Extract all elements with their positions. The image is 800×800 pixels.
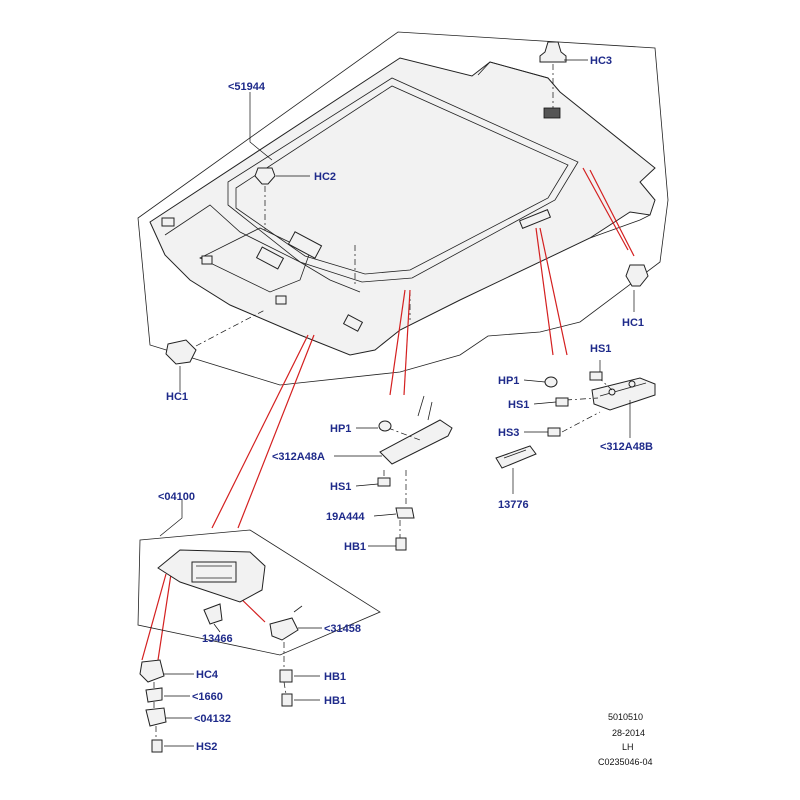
callout-visor: <04100 <box>158 491 195 503</box>
reference-line-4: C0235046-04 <box>598 757 653 767</box>
bracket-312a48b <box>591 377 656 411</box>
visor-panel-outline <box>137 529 381 656</box>
callout-hs2: HS2 <box>196 741 217 753</box>
callout-headliner: <51944 <box>228 81 266 93</box>
part-1660 <box>145 687 163 703</box>
clip-hc1-left <box>165 309 266 365</box>
callout-bracket-mid: <312A48A <box>272 451 325 463</box>
callout-1660: <1660 <box>192 691 223 703</box>
callout-hp1-mid: HP1 <box>330 423 351 435</box>
callout-04132: <04132 <box>194 713 231 725</box>
callout-hs1-right: HS1 <box>590 343 611 355</box>
visor-mount-31458 <box>269 605 303 641</box>
callout-hb1-b: HB1 <box>324 695 346 707</box>
callout-hb1-a: HB1 <box>324 671 346 683</box>
reference-line-2: 28-2014 <box>612 728 645 738</box>
reference-line-3: LH <box>622 742 634 752</box>
screw-hs3 <box>547 427 561 437</box>
callout-hc1-left: HC1 <box>166 391 188 403</box>
bracket-312a48a <box>379 395 453 465</box>
callout-hs3: HS3 <box>498 427 519 439</box>
callout-hs1-mid-right: HS1 <box>508 399 529 411</box>
callout-hc3: HC3 <box>590 55 612 67</box>
clip-hc4 <box>139 659 165 683</box>
bolt-hb1-mid <box>395 537 407 551</box>
callout-clip-19a: 19A444 <box>326 511 365 523</box>
callout-hc1-right: HC1 <box>622 317 644 329</box>
clip-19a444 <box>395 507 415 519</box>
callout-visor-clip: 13466 <box>202 633 233 645</box>
screw-hs1-mid-right <box>555 397 569 407</box>
clip-hc2 <box>254 167 276 230</box>
visor-clip-13466 <box>203 603 223 625</box>
callout-hc2: HC2 <box>314 171 336 183</box>
clip-hp1-right <box>544 376 558 388</box>
headliner <box>149 57 656 356</box>
lamp-13776 <box>495 445 537 469</box>
bolt-hb1-b <box>281 693 293 707</box>
clip-hp1-mid <box>378 420 392 432</box>
screw-hs1-mid <box>377 477 391 487</box>
part-04132 <box>145 707 167 727</box>
callout-lamp: 13776 <box>498 499 529 511</box>
locator-lines <box>141 167 635 661</box>
clip-hc1-right <box>625 264 649 287</box>
screw-hs1-right <box>589 371 603 381</box>
reference-line-1: 5010510 <box>608 712 643 722</box>
callout-hc4: HC4 <box>196 669 219 681</box>
bolt-hb1-a <box>279 669 293 683</box>
headliner-panel-outline <box>137 31 669 386</box>
clip-hc3 <box>539 41 567 108</box>
callout-hp1-right: HP1 <box>498 375 519 387</box>
callout-hs1-mid: HS1 <box>330 481 351 493</box>
leader-lines <box>159 59 635 747</box>
sun-visor <box>157 549 266 603</box>
screw-hs2 <box>151 739 163 753</box>
callout-bracket-right: <312A48B <box>600 441 653 453</box>
callout-visor-mount: <31458 <box>324 623 361 635</box>
callout-hb1-mid: HB1 <box>344 541 366 553</box>
